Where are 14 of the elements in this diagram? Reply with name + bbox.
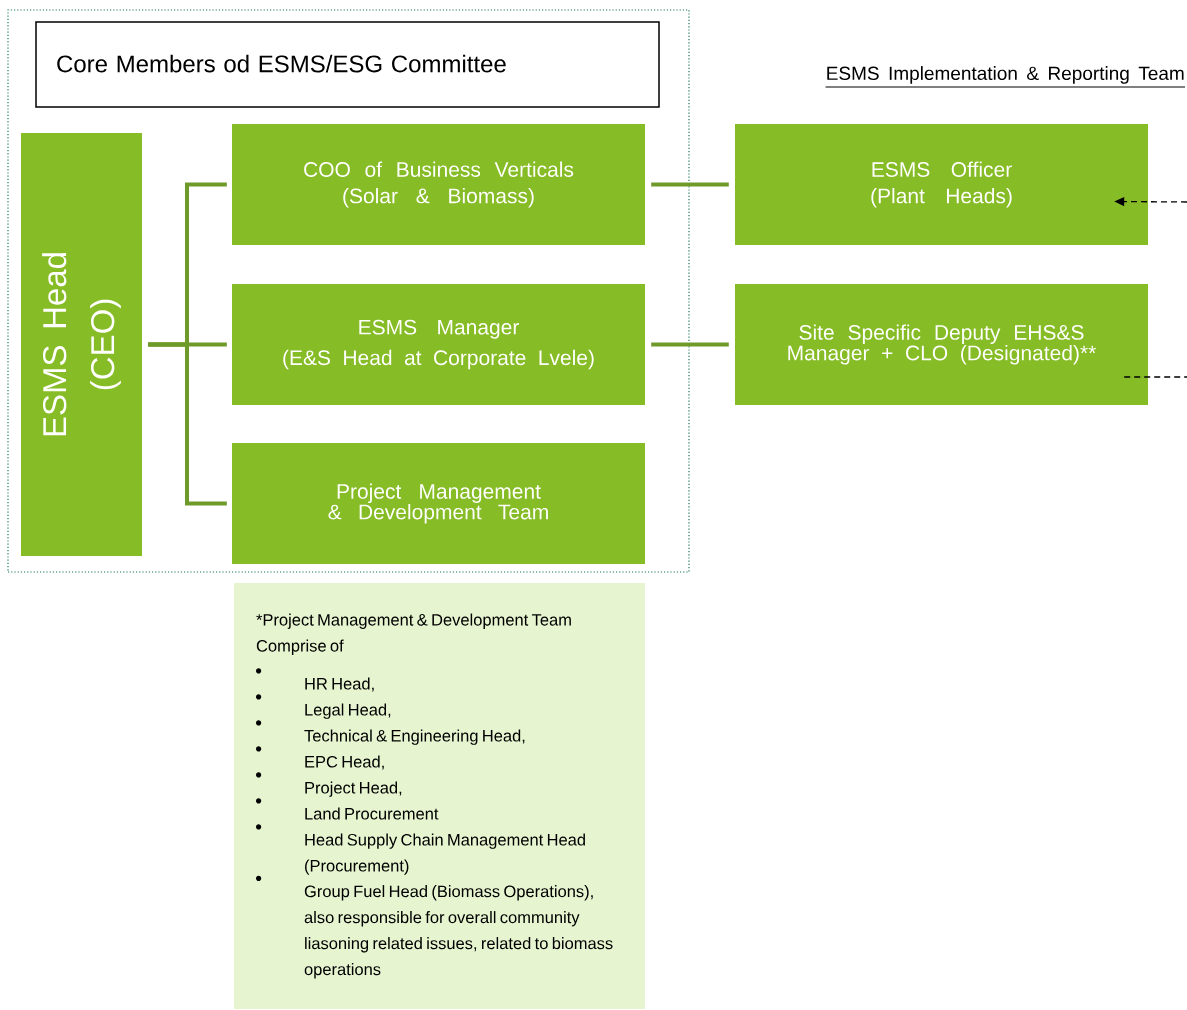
connector-line (148, 342, 227, 506)
connector-line (651, 342, 729, 347)
heading-box: Core Members od ESMS/ESG Committee (35, 21, 660, 108)
dashed-line (1123, 376, 1187, 378)
section-heading: ESMS Implementation & Reporting Team (825, 66, 1186, 88)
connector-line (651, 182, 729, 187)
role-box: Project Management & Development Team (232, 443, 645, 564)
note-box: *Project Management & Development Team Comprise of HR Head, Legal Head, Technical & Engineering Head, EPC Head, Project Head, Land Procurement Head Supply Chain Management Head (Procurement) Group Fuel Head (Biomass Operations), also responsible for overall community liasoning related issues, related to biomass operations (234, 583, 645, 1009)
role-box: ESMS Officer (Plant Heads) (735, 124, 1148, 245)
role-box: COO of Business Verticals (Solar & Biomass) (232, 124, 645, 245)
role-box: ESMS Head (CEO) (21, 133, 142, 556)
role-box: ESMS Manager (E&S Head at Corporate Lvele) (232, 284, 645, 405)
role-box: Site Specific Deputy EHS&S Manager + CLO (Designated)** (735, 284, 1148, 405)
dotted-frame (7, 9, 690, 573)
